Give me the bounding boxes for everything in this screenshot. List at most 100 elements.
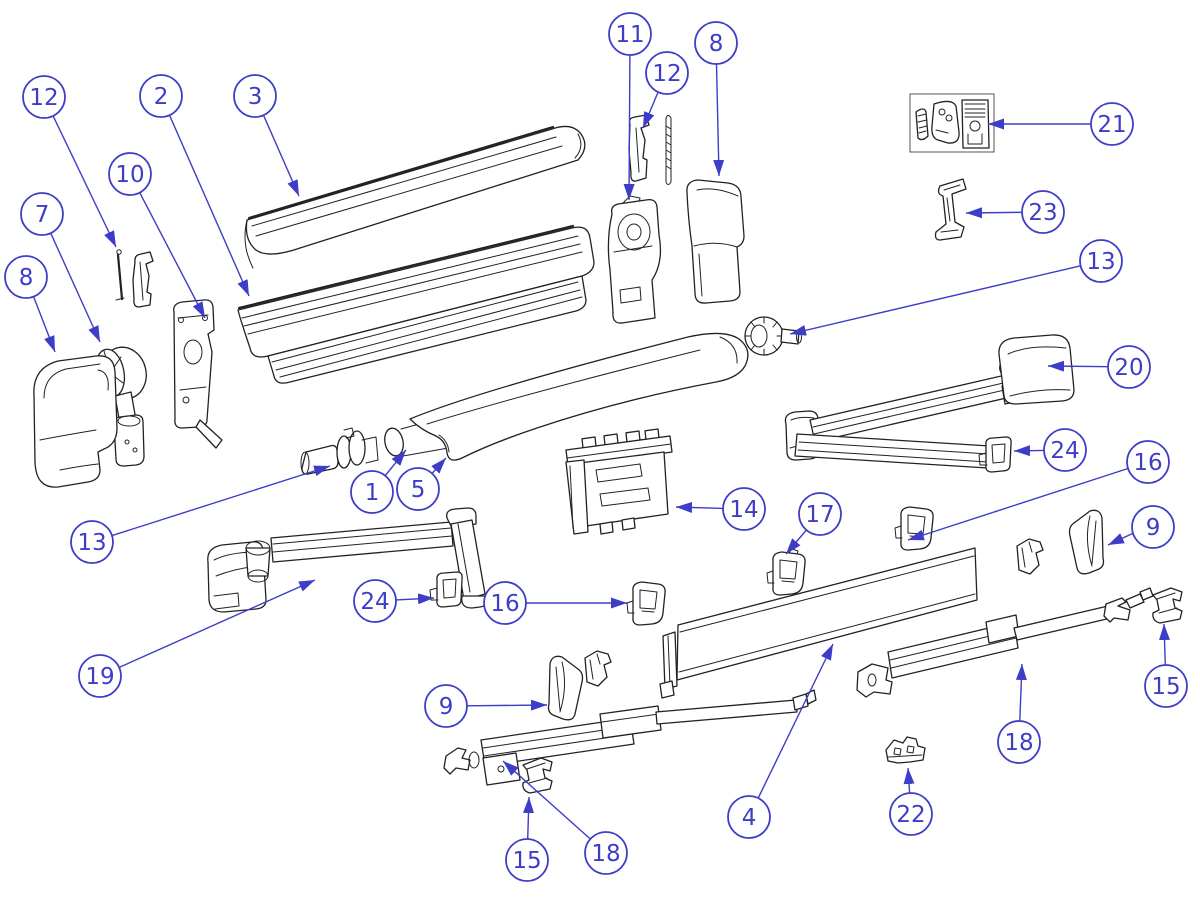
- part-22-centre-bracket-drawing: [885, 736, 926, 764]
- leader-14: [675, 501, 724, 513]
- callout-24-right[interactable]: 24: [1043, 428, 1087, 472]
- callout-4[interactable]: 4: [727, 795, 771, 839]
- callout-19[interactable]: 19: [78, 654, 122, 698]
- callout-9-right[interactable]: 9: [1131, 505, 1175, 549]
- svg-text:15: 15: [1151, 674, 1180, 700]
- part-11-gear-unit-drawing: [607, 195, 662, 324]
- part-2-case-profile-drawing: [237, 224, 595, 384]
- callout-21[interactable]: 21: [1090, 102, 1134, 146]
- leader-1: [384, 449, 407, 477]
- leader-8-left: [32, 296, 56, 353]
- svg-text:18: 18: [1004, 730, 1033, 756]
- part-17-clamp-drawing: [766, 548, 806, 596]
- leader-24-left: [395, 593, 435, 605]
- svg-text:21: 21: [1097, 112, 1126, 138]
- leader-9-left: [466, 699, 548, 711]
- part-18-right-rafter-drawing: [856, 587, 1154, 698]
- leader-12-left: [52, 115, 117, 248]
- part-9-right-cover-drawing: [1068, 509, 1105, 575]
- leader-8-top: [713, 63, 725, 177]
- callout-1[interactable]: 1: [350, 470, 394, 514]
- part-14-support-rail-drawing: [565, 428, 673, 535]
- leader-12-top: [642, 90, 660, 129]
- callout-18-bottom[interactable]: 18: [584, 831, 628, 875]
- callout-20[interactable]: 20: [1107, 345, 1151, 389]
- callout-16-left[interactable]: 16: [483, 581, 527, 625]
- svg-text:16: 16: [1133, 450, 1162, 476]
- part-10-gear-bracket-drawing: [173, 299, 223, 449]
- leader-5: [431, 457, 447, 474]
- callout-14[interactable]: 14: [722, 487, 766, 531]
- part-12-top-latch-drawing: [628, 114, 672, 185]
- svg-text:16: 16: [490, 591, 519, 617]
- callout-17[interactable]: 17: [798, 492, 842, 536]
- leader-18-bottom: [502, 760, 591, 840]
- svg-text:13: 13: [77, 530, 106, 556]
- callout-23[interactable]: 23: [1021, 190, 1065, 234]
- parts-linework: [33, 93, 1183, 794]
- callout-18-right[interactable]: 18: [997, 720, 1041, 764]
- leader-19: [118, 579, 316, 669]
- callout-10[interactable]: 10: [108, 152, 152, 196]
- part-24-left-bracket-drawing: [429, 571, 463, 608]
- leader-9-right: [1107, 532, 1134, 546]
- part-23-strap-bracket-drawing: [934, 178, 967, 241]
- leader-16-right: [907, 467, 1129, 541]
- callout-22[interactable]: 22: [889, 792, 933, 836]
- part-15-right-bracket-drawing: [1152, 587, 1183, 624]
- svg-text:8: 8: [709, 31, 724, 57]
- callout-8-top[interactable]: 8: [694, 21, 738, 65]
- leader-15-bottom: [523, 796, 535, 840]
- callout-16-right[interactable]: 16: [1126, 440, 1170, 484]
- svg-text:9: 9: [1146, 515, 1161, 541]
- callout-7[interactable]: 7: [20, 192, 64, 236]
- svg-text:18: 18: [591, 841, 620, 867]
- callout-5[interactable]: 5: [396, 467, 440, 511]
- part-18-bottom-rafter-drawing: [443, 689, 817, 786]
- leader-4: [757, 643, 834, 799]
- leader-7: [50, 232, 101, 343]
- svg-text:24: 24: [360, 589, 389, 615]
- svg-text:10: 10: [115, 162, 144, 188]
- svg-text:24: 24: [1050, 438, 1079, 464]
- part-19-left-spring-arm-drawing: [207, 507, 488, 613]
- svg-text:19: 19: [85, 664, 114, 690]
- callout-15-right[interactable]: 15: [1144, 664, 1188, 708]
- svg-text:2: 2: [154, 84, 169, 110]
- part-8-top-end-cap-drawing: [686, 179, 745, 304]
- callout-2[interactable]: 2: [139, 74, 183, 118]
- svg-text:15: 15: [512, 848, 541, 874]
- callout-15-bottom[interactable]: 15: [505, 838, 549, 882]
- callout-11[interactable]: 11: [608, 12, 652, 56]
- callout-13-left[interactable]: 13: [70, 520, 114, 564]
- part-21-adapter-kit-drawing: [909, 93, 995, 153]
- part-13-right-knob-drawing: [744, 316, 802, 356]
- callout-3[interactable]: 3: [233, 74, 277, 118]
- svg-text:8: 8: [19, 265, 34, 291]
- leader-20: [1047, 360, 1109, 372]
- leader-10: [139, 192, 206, 319]
- part-8-left-end-cap-drawing: [33, 355, 118, 488]
- callout-24-left[interactable]: 24: [353, 579, 397, 623]
- svg-text:4: 4: [742, 805, 757, 831]
- callouts: 12 2 3 10 7 8 11 12 8 21 23 13 20 24 16 …: [4, 12, 1188, 882]
- part-16-left-clamp-drawing: [626, 581, 666, 626]
- callout-13-right[interactable]: 13: [1079, 239, 1123, 283]
- part-20-right-spring-arm-drawing: [784, 334, 1075, 469]
- leader-15-right: [1159, 623, 1171, 666]
- part-16-right-clamp-drawing: [894, 506, 934, 551]
- callout-12-left[interactable]: 12: [22, 75, 66, 119]
- svg-text:9: 9: [439, 694, 454, 720]
- callout-12-top[interactable]: 12: [645, 51, 689, 95]
- callout-9-left[interactable]: 9: [424, 684, 468, 728]
- part-15-bottom-bracket-drawing: [522, 757, 553, 794]
- svg-text:12: 12: [29, 85, 58, 111]
- leader-17: [785, 529, 807, 555]
- svg-text:13: 13: [1086, 249, 1115, 275]
- svg-text:11: 11: [615, 22, 644, 48]
- leader-13-left: [111, 465, 331, 537]
- svg-text:12: 12: [652, 61, 681, 87]
- callout-8-left[interactable]: 8: [4, 255, 48, 299]
